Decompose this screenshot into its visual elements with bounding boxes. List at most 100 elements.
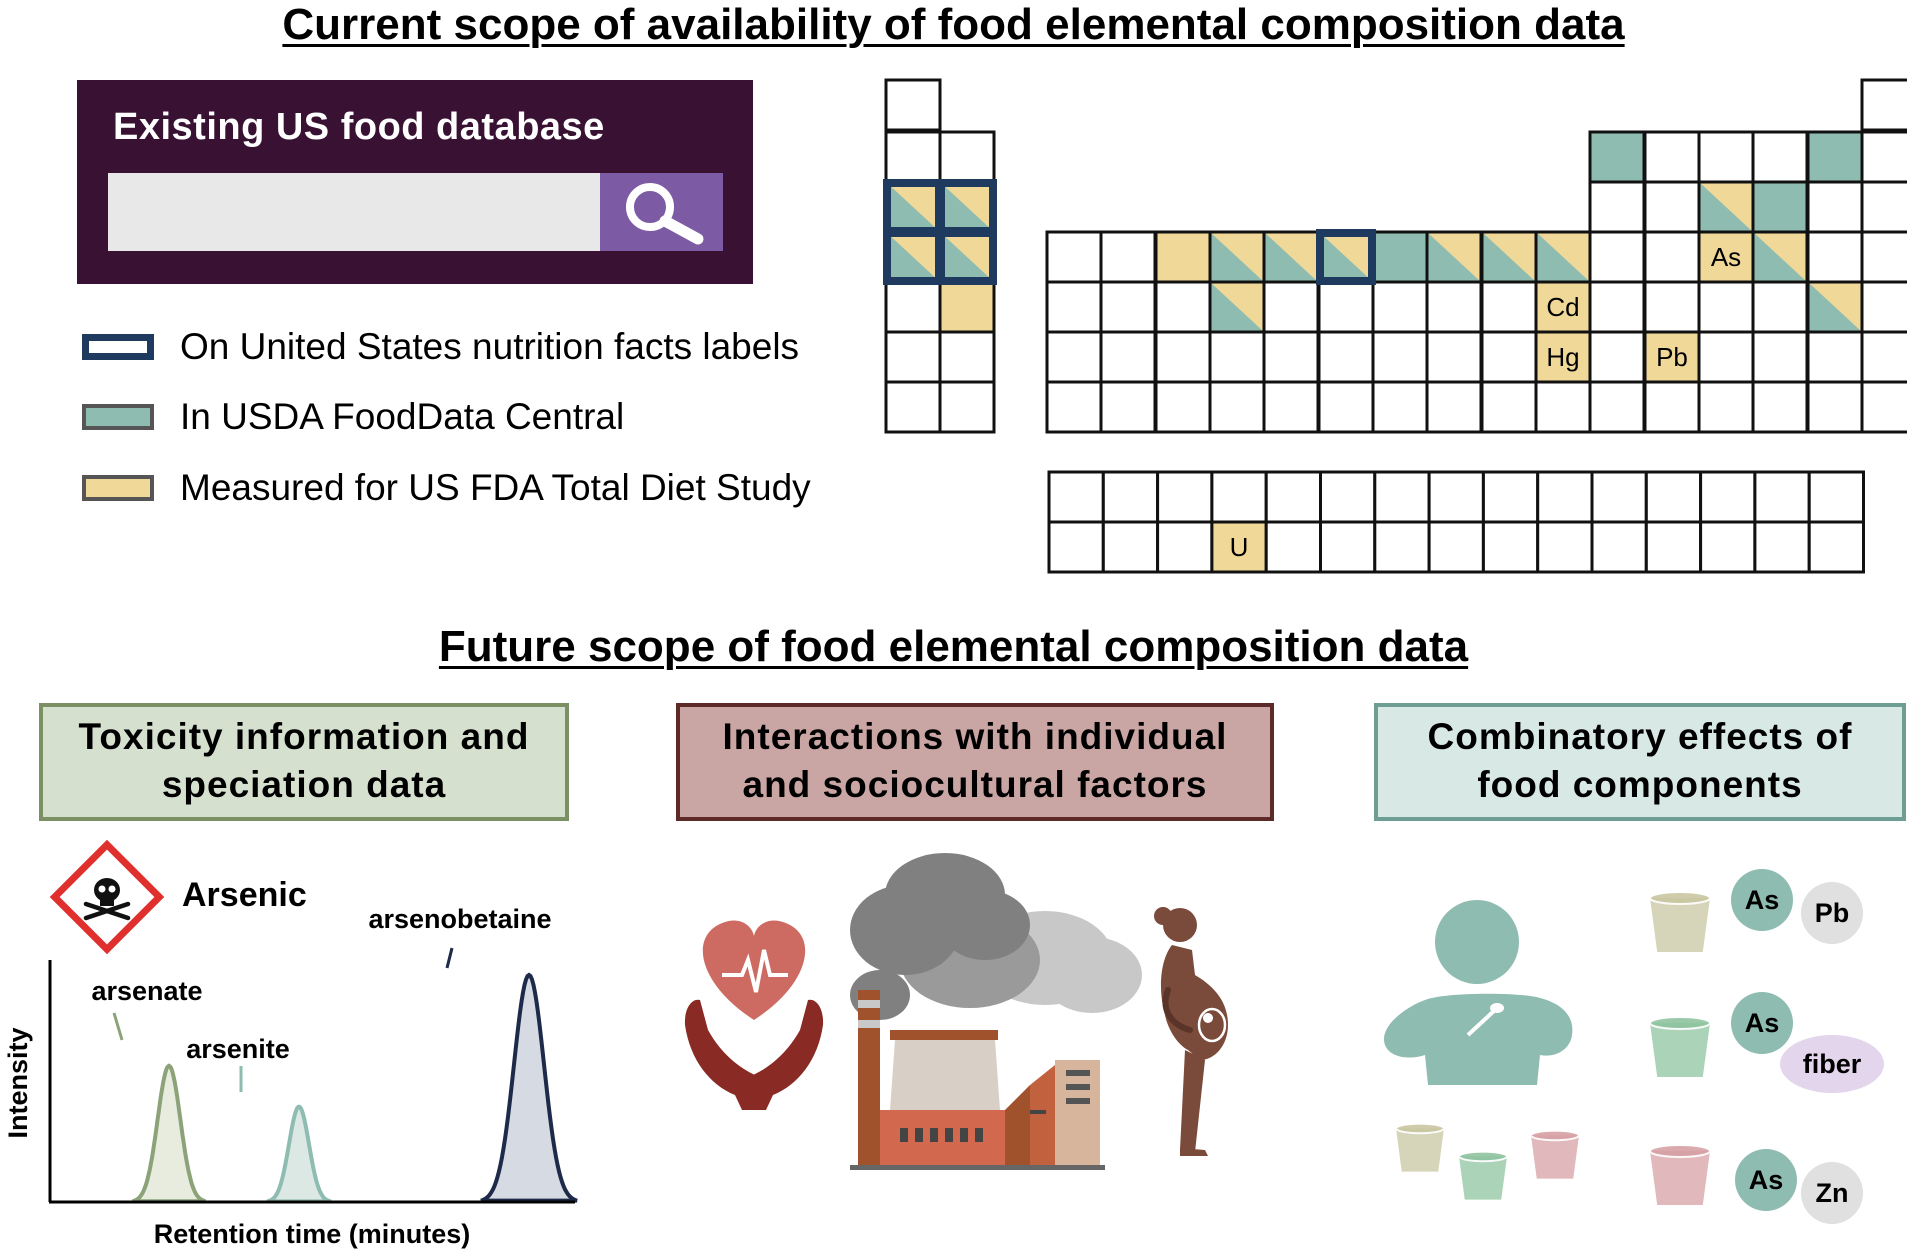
cup-icon xyxy=(1530,1129,1580,1179)
database-search-input[interactable] xyxy=(108,173,600,251)
peak-label: arsenobetaine xyxy=(368,904,551,934)
element-symbol: U xyxy=(1230,532,1249,562)
element-cell xyxy=(1590,470,1648,524)
element-cell xyxy=(1481,470,1540,524)
peak-label: arsenite xyxy=(186,1034,290,1064)
element-cell xyxy=(1806,180,1864,234)
element-cell xyxy=(1480,280,1538,334)
element-cell xyxy=(1751,330,1809,384)
element-cell xyxy=(1806,330,1864,384)
nutrition-label-outline xyxy=(937,229,997,285)
element-cell xyxy=(1699,520,1757,574)
svg-text:As: As xyxy=(1749,1165,1784,1195)
person-eating-icon xyxy=(1384,900,1573,1085)
element-cell xyxy=(1807,470,1865,524)
element-cell xyxy=(1045,280,1103,334)
element-cell xyxy=(1371,280,1429,334)
element-cell: U xyxy=(1210,520,1268,574)
element-cell xyxy=(1588,230,1646,284)
element-cell xyxy=(1262,280,1320,334)
element-cell xyxy=(1425,330,1483,384)
element-cell xyxy=(1644,470,1703,524)
element-cell xyxy=(1751,230,1809,284)
pregnant-woman-icon xyxy=(1154,907,1228,1156)
element-cell xyxy=(1154,230,1212,284)
svg-text:Pb: Pb xyxy=(1815,898,1850,928)
legend-swatch-outline xyxy=(82,334,154,360)
element-cell xyxy=(1047,470,1105,524)
element-circle: Zn xyxy=(1801,1162,1863,1224)
element-cell xyxy=(1643,230,1701,284)
element-cell xyxy=(1588,130,1646,184)
element-cell xyxy=(1588,330,1646,384)
factory-pollution-icon xyxy=(850,853,1142,1170)
category-line: and sociocultural factors xyxy=(742,764,1208,805)
element-symbol: Pb xyxy=(1656,342,1688,372)
element-cell xyxy=(884,230,942,284)
element-cell xyxy=(1860,130,1907,184)
cup-icon xyxy=(1649,1016,1711,1077)
element-cell xyxy=(1101,520,1160,574)
element-cell xyxy=(1262,230,1320,284)
element-cell xyxy=(1536,470,1594,524)
element-symbol: Cd xyxy=(1546,292,1579,322)
element-cell xyxy=(1264,520,1322,574)
element-cell xyxy=(1860,280,1907,334)
element-cell xyxy=(1807,520,1865,574)
skull-crossbones-icon xyxy=(49,839,165,955)
element-symbol: Hg xyxy=(1546,342,1579,372)
category-line: food components xyxy=(1477,764,1803,805)
element-cell xyxy=(1101,470,1160,524)
element-cell xyxy=(1860,78,1907,132)
element-cell xyxy=(1860,180,1907,234)
cup-icons xyxy=(1395,891,1711,1205)
element-cell xyxy=(1045,230,1103,284)
element-cell xyxy=(1317,330,1375,384)
element-cell xyxy=(1480,230,1538,284)
element-cell xyxy=(1751,380,1809,434)
element-cell xyxy=(1751,280,1809,334)
element-cell xyxy=(1534,380,1592,434)
element-cell xyxy=(1154,330,1212,384)
element-cell xyxy=(1371,380,1429,434)
element-cell xyxy=(1481,520,1540,574)
element-circle: fiber xyxy=(1780,1035,1884,1093)
element-cell xyxy=(1806,230,1864,284)
element-cell xyxy=(1480,330,1538,384)
element-cell xyxy=(1208,380,1266,434)
element-cell xyxy=(1319,520,1377,574)
category-line: Toxicity information and xyxy=(78,716,530,757)
element-cell xyxy=(1643,280,1701,334)
element-cell xyxy=(1317,280,1375,334)
element-cell xyxy=(1371,230,1429,284)
element-cell xyxy=(1697,330,1755,384)
element-cell xyxy=(1208,280,1266,334)
element-cell xyxy=(1806,280,1864,334)
element-cell xyxy=(1860,230,1907,284)
element-cell: Cd xyxy=(1534,280,1592,334)
element-cell xyxy=(884,330,942,384)
category-interactions: Interactions with individual and sociocu… xyxy=(676,703,1274,821)
element-cell xyxy=(938,180,996,234)
food-database-panel: Existing US food database xyxy=(77,80,753,284)
element-cell xyxy=(938,330,996,384)
svg-text:As: As xyxy=(1745,885,1780,915)
element-cell xyxy=(1045,380,1103,434)
legend-label: Measured for US FDA Total Diet Study xyxy=(180,467,811,508)
element-cell xyxy=(1753,520,1811,574)
element-cell xyxy=(1590,520,1648,574)
category-line: speciation data xyxy=(161,764,447,805)
element-cell xyxy=(884,280,942,334)
element-cell xyxy=(1806,380,1864,434)
svg-text:fiber: fiber xyxy=(1803,1049,1862,1079)
chromatogram-peak xyxy=(480,972,578,1203)
element-cell xyxy=(1534,230,1592,284)
database-title: Existing US food database xyxy=(113,106,605,148)
top-heading: Current scope of availability of food el… xyxy=(282,0,1625,49)
element-cell xyxy=(1317,380,1375,434)
element-cell xyxy=(1371,330,1429,384)
database-search-button[interactable] xyxy=(600,173,723,251)
cup-icon xyxy=(1649,891,1711,952)
